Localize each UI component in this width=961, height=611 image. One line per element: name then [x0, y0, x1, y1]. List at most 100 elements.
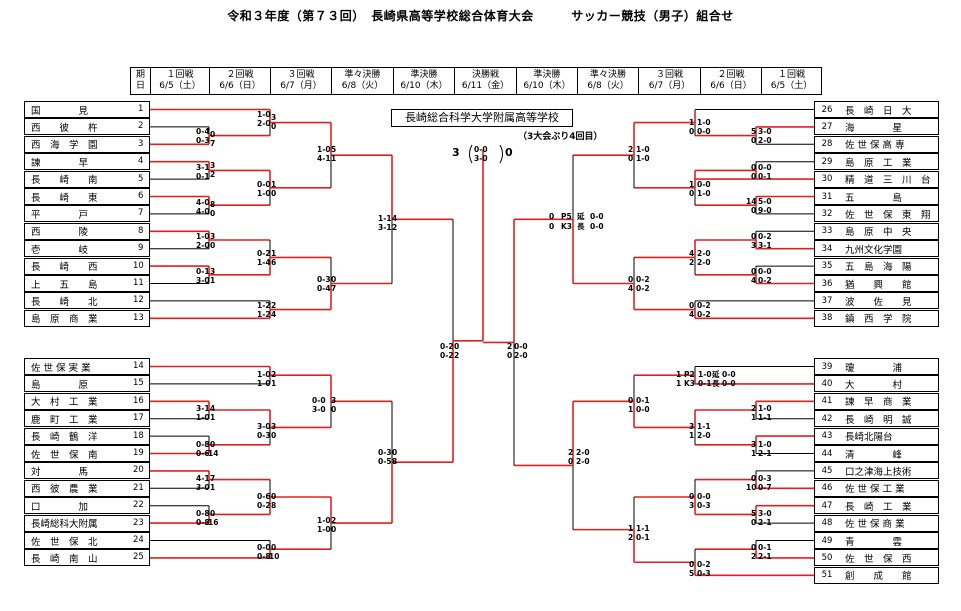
score-label: 3-0 — [257, 422, 271, 431]
score-label: 0 — [271, 122, 277, 131]
team-name: 五 島 — [845, 192, 903, 204]
score-label: 0-6 — [196, 449, 210, 458]
score-label: 0-0 — [758, 163, 772, 172]
team-name: 長 崎 西 — [31, 262, 98, 274]
score-label: 0 — [331, 405, 337, 414]
team-number: 38 — [821, 313, 833, 324]
score-label: 3 — [751, 440, 757, 449]
team-row: 長 崎 北 — [24, 292, 150, 310]
score-label: 0 — [271, 431, 277, 440]
score-label: 2 — [507, 342, 513, 351]
score-label: 0-2 — [257, 249, 271, 258]
team-row: 島 原 商 業 — [24, 309, 150, 327]
score-label: 0-0 — [758, 267, 772, 276]
team-number: 11 — [133, 278, 144, 288]
score-label: 1 — [628, 524, 634, 533]
score-label: 0-2 — [636, 284, 650, 293]
team-number: 47 — [821, 500, 833, 511]
score-label: 2-0 — [257, 119, 271, 128]
score-label: 1 — [689, 431, 695, 440]
team-number: 41 — [821, 396, 833, 407]
score-label: 0-2 — [758, 232, 772, 241]
score-label: 1 — [210, 413, 216, 422]
score-label: 0-3 — [697, 569, 711, 578]
header-date: 6/6（日） — [219, 81, 261, 91]
score-label: 0-1 — [196, 172, 210, 181]
score-label: 3 — [689, 422, 695, 431]
header-round: 準々決勝 — [344, 70, 381, 80]
score-label: 0-5 — [378, 457, 392, 466]
team-number: 7 — [138, 208, 144, 219]
score-label: 0-3 — [317, 275, 331, 284]
score-label: 1-0 — [317, 525, 331, 534]
score-label: P5 — [561, 212, 572, 221]
score-label: 2 — [271, 301, 277, 310]
team-number: 1 — [138, 104, 144, 114]
score-label: K3 — [561, 222, 573, 231]
team-row: 国 見 — [24, 101, 150, 118]
team-name: 口 加 — [31, 501, 89, 513]
page-title: 令和３年度（第７３回） 長崎県高等学校総合体育大会 サッカー競技（男子）組合せ — [227, 9, 734, 23]
score-label: 3 — [210, 267, 216, 276]
score-label: 2-1 — [758, 449, 772, 458]
team-name: 佐 世 保 北 — [31, 536, 98, 548]
score-label: P2 — [684, 370, 695, 379]
score-label: 0-6 — [257, 492, 271, 501]
score-label: 0-8 — [196, 440, 210, 449]
team-number: 25 — [133, 552, 144, 563]
score-label: 0 — [568, 457, 574, 466]
team-number: 49 — [821, 535, 833, 546]
final-half1: 0-0 — [474, 145, 488, 154]
score-label: 2-0 — [697, 431, 711, 440]
team-name: 大 村 工 業 — [31, 397, 98, 409]
header-round: ２回戦 — [226, 70, 254, 80]
score-label: 1-0 — [257, 189, 271, 198]
score-label: 1 — [751, 449, 757, 458]
team-name: 五 島 海 陽 — [845, 262, 912, 274]
score-label: 3-0 — [758, 127, 772, 136]
score-label: 4-1 — [317, 154, 331, 163]
score-label: 1-0 — [758, 404, 772, 413]
team-number: 12 — [133, 295, 144, 306]
header-date: 6/8（火） — [587, 81, 629, 91]
score-label: 1 — [271, 180, 277, 189]
score-label: 4 — [689, 310, 695, 319]
score-label: 7 — [210, 139, 216, 148]
score-label: 0 — [210, 130, 216, 139]
score-label: 1-0 — [317, 145, 331, 154]
score-label: 1 — [210, 483, 216, 492]
score-label: 9-0 — [758, 206, 772, 215]
team-name: 波 佐 見 — [845, 296, 912, 308]
score-label: 0 — [751, 474, 757, 483]
team-row: 長 崎 西 — [24, 257, 150, 275]
team-number: 15 — [133, 378, 144, 389]
team-number: 44 — [821, 448, 833, 459]
team-name: 西 陵 — [31, 227, 89, 239]
score-label: 2 — [628, 145, 634, 154]
team-number: 30 — [821, 174, 833, 185]
score-label: 1 — [271, 249, 277, 258]
header-date: 日 — [135, 81, 145, 91]
score-label: 3 — [210, 232, 216, 241]
team-number: 26 — [821, 104, 833, 115]
header-round: ２回戦 — [717, 70, 745, 80]
score-label: 3 — [271, 113, 277, 122]
score-label: 0-4 — [317, 284, 331, 293]
team-name: 佐 世 保 商 業 — [845, 519, 905, 531]
team-number: 48 — [821, 518, 833, 529]
team-name: 九州文化学園 — [845, 244, 903, 256]
score-label: 1 — [676, 379, 682, 388]
header-date: 6/7（月） — [280, 81, 322, 91]
score-label: 1 — [271, 379, 277, 388]
score-label: 2-0 — [697, 258, 711, 267]
team-number: 28 — [821, 139, 833, 150]
team-number: 51 — [821, 570, 833, 581]
team-name: 精 道 三 川 台 — [845, 175, 931, 187]
score-label: 0-8 — [257, 552, 271, 561]
